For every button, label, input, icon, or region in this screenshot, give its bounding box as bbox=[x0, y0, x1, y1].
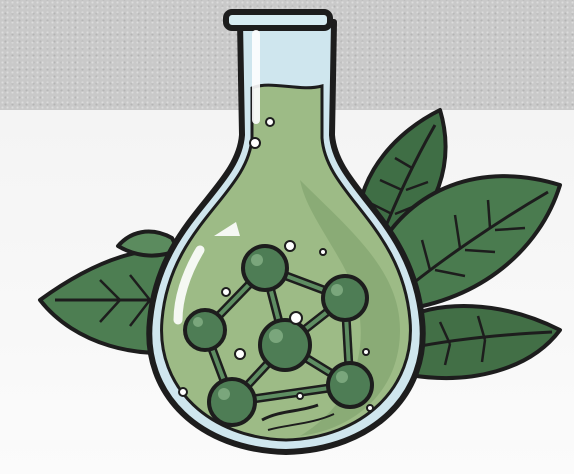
flask-rim-icon bbox=[223, 9, 333, 31]
flask-group bbox=[146, 9, 426, 455]
molecule-group bbox=[183, 244, 374, 427]
bubbles-group bbox=[178, 117, 374, 412]
